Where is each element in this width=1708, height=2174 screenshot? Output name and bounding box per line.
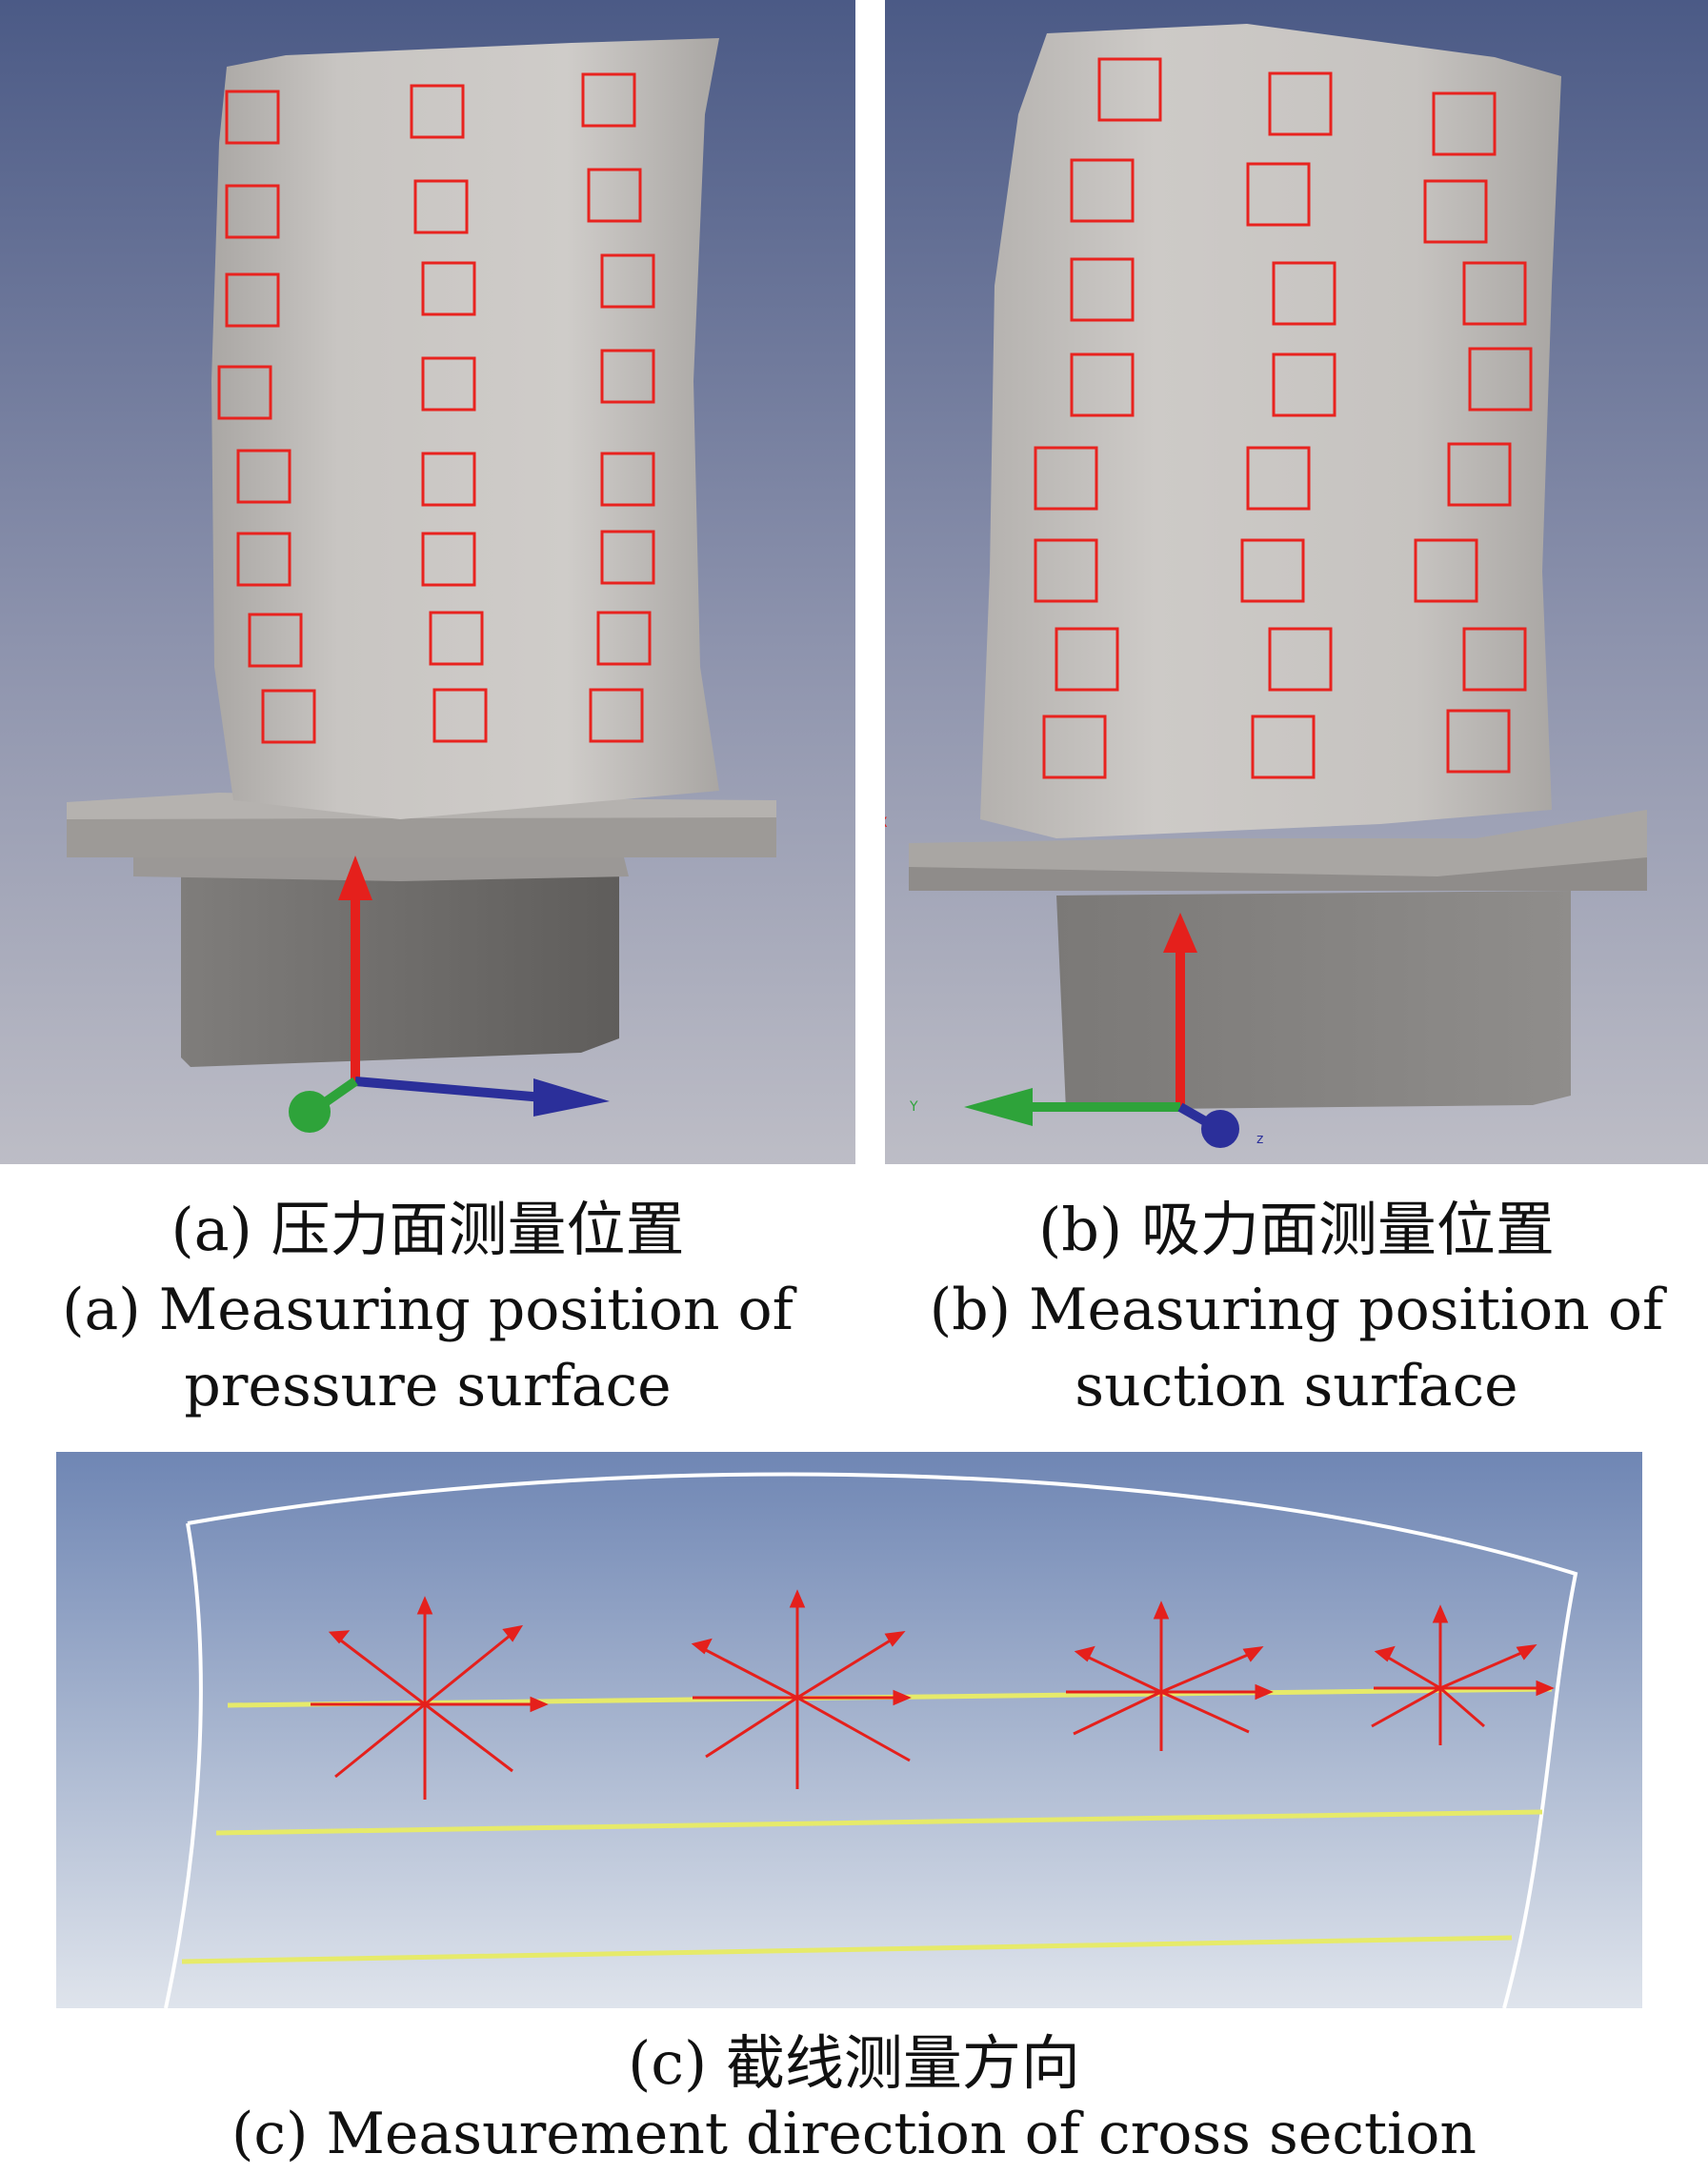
measure-box bbox=[432, 688, 488, 743]
measure-box bbox=[1268, 627, 1333, 692]
axis-y-label: Y bbox=[909, 1099, 918, 1115]
section-line-middle bbox=[215, 1809, 1543, 1836]
measure-box bbox=[1414, 538, 1478, 603]
measure-box bbox=[225, 90, 280, 145]
measure-box bbox=[421, 356, 476, 412]
measure-box bbox=[236, 532, 291, 587]
measure-box bbox=[1070, 158, 1135, 223]
cross-section-render bbox=[56, 1452, 1642, 2008]
measure-box bbox=[1432, 91, 1497, 156]
measure-box bbox=[600, 253, 655, 309]
direction-star bbox=[1371, 1604, 1555, 1745]
platform-side bbox=[909, 857, 1647, 891]
measure-box bbox=[261, 689, 316, 744]
caption-a-english-line1: (a) Measuring position of bbox=[62, 1277, 794, 1343]
measure-box bbox=[1423, 179, 1488, 244]
measure-box bbox=[589, 688, 644, 743]
origin-x-marker: X bbox=[885, 815, 888, 831]
measure-box bbox=[587, 168, 642, 223]
measure-boxes bbox=[217, 72, 655, 744]
blade-root bbox=[1056, 891, 1571, 1110]
caption-c-english: (c) Measurement direction of cross secti… bbox=[231, 2101, 1477, 2167]
measure-box bbox=[600, 349, 655, 404]
measure-box bbox=[236, 449, 291, 504]
panel-pressure-surface bbox=[0, 0, 855, 1164]
measure-box bbox=[1034, 538, 1098, 603]
blade-root bbox=[181, 829, 619, 1067]
measurement-directions bbox=[311, 1589, 1555, 1800]
axis-z-label: z bbox=[1256, 1132, 1263, 1147]
platform-side bbox=[67, 817, 776, 857]
measure-box bbox=[1268, 71, 1333, 136]
measure-box bbox=[410, 84, 465, 139]
measure-box bbox=[1097, 57, 1162, 122]
caption-b-chinese: (b) 吸力面测量位置 bbox=[1038, 1195, 1555, 1264]
measure-box bbox=[421, 452, 476, 507]
measure-box bbox=[1446, 709, 1511, 774]
direction-star bbox=[691, 1589, 912, 1789]
section-outline bbox=[164, 1472, 1578, 2008]
measure-box bbox=[429, 611, 484, 666]
measure-box bbox=[1034, 446, 1098, 511]
measure-box bbox=[421, 261, 476, 316]
measure-box bbox=[600, 452, 655, 507]
measure-box bbox=[225, 184, 280, 239]
measure-box bbox=[1447, 442, 1512, 507]
measure-box bbox=[1246, 446, 1311, 511]
panel-cross-section bbox=[56, 1452, 1642, 2008]
caption-a-english-line2: pressure surface bbox=[184, 1353, 672, 1419]
axis-z-ball bbox=[1201, 1110, 1239, 1148]
measure-box bbox=[225, 272, 280, 328]
background bbox=[56, 1452, 1642, 2008]
axis-x-arrowhead bbox=[1163, 913, 1197, 953]
measure-box bbox=[596, 611, 652, 666]
pressure-surface-render bbox=[0, 0, 855, 1164]
measure-box bbox=[1042, 715, 1107, 779]
caption-b-english-line1: (b) Measuring position of bbox=[929, 1277, 1664, 1343]
measure-box bbox=[1070, 257, 1135, 322]
measure-box bbox=[1070, 352, 1135, 417]
axis-y-arrowhead bbox=[964, 1088, 1033, 1126]
coordinate-axes bbox=[289, 856, 610, 1133]
suction-surface-render: X Y z bbox=[885, 0, 1708, 1164]
blade-airfoil bbox=[211, 38, 719, 819]
panel-suction-surface: X Y z bbox=[885, 0, 1708, 1164]
measure-box bbox=[421, 532, 476, 587]
axis-y-arrow bbox=[354, 1077, 544, 1102]
direction-star bbox=[1066, 1600, 1274, 1751]
measure-box bbox=[1462, 261, 1527, 326]
direction-star bbox=[311, 1596, 549, 1800]
measure-box bbox=[1055, 627, 1119, 692]
measure-box bbox=[1462, 627, 1527, 692]
caption-b-english-line2: suction surface bbox=[1075, 1353, 1518, 1419]
measure-box bbox=[217, 365, 272, 420]
caption-c-chinese: (c) 截线测量方向 bbox=[628, 2028, 1080, 2098]
measure-box bbox=[1240, 538, 1305, 603]
axis-x-arrowhead bbox=[338, 856, 372, 900]
measure-box bbox=[1251, 715, 1316, 779]
section-line-lower bbox=[181, 1935, 1513, 1964]
measure-box bbox=[1272, 352, 1336, 417]
axis-y-arrowhead bbox=[533, 1078, 610, 1117]
measure-boxes bbox=[1034, 57, 1533, 779]
measure-box bbox=[581, 72, 636, 128]
axis-z-ball bbox=[289, 1091, 331, 1133]
measure-box bbox=[1246, 162, 1311, 227]
measure-box bbox=[413, 179, 469, 234]
measure-box bbox=[1272, 261, 1336, 326]
measure-box bbox=[248, 613, 303, 668]
blade-airfoil bbox=[980, 24, 1561, 838]
measure-box bbox=[1468, 347, 1533, 412]
coordinate-axes: Y z bbox=[909, 913, 1263, 1148]
caption-a-chinese: (a) 压力面测量位置 bbox=[171, 1195, 685, 1264]
measure-box bbox=[600, 530, 655, 585]
